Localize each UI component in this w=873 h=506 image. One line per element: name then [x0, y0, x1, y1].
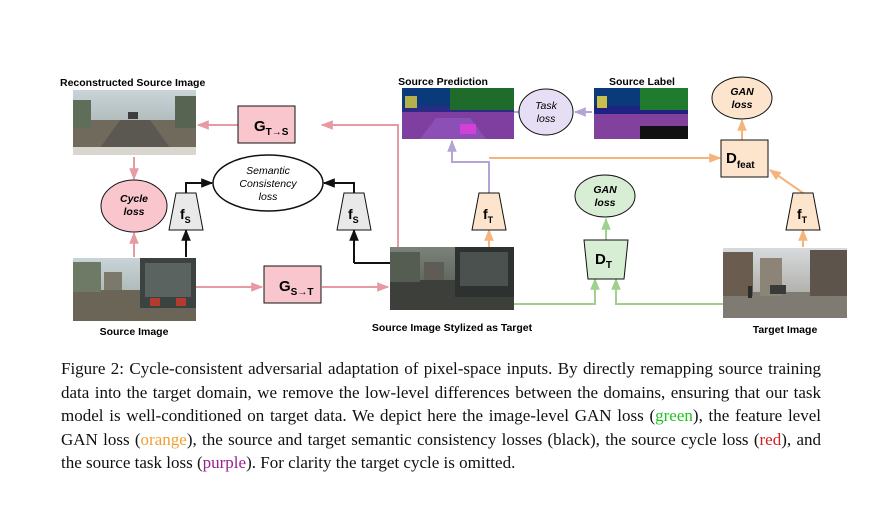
discriminator-feat: Dfeat — [720, 139, 769, 178]
arrow-fs-to-semantic — [185, 178, 214, 193]
source-label-image — [594, 88, 688, 139]
svg-text:loss: loss — [259, 191, 278, 203]
svg-text:fS: fS — [348, 206, 359, 225]
svg-text:Task: Task — [535, 100, 558, 112]
svg-text:fS: fS — [180, 206, 191, 225]
svg-text:loss: loss — [731, 99, 752, 111]
label-source-label: Source Label — [609, 76, 675, 88]
cycle-loss: Cycle loss — [100, 179, 168, 233]
arrow-stylized-to-gts — [320, 120, 399, 247]
label-reconstructed: Reconstructed Source Image — [60, 77, 205, 89]
arrow-ft-target-to-dfeat — [769, 169, 804, 194]
arrow-fs2-to-semantic — [322, 178, 355, 193]
svg-text:GS→T: GS→T — [279, 278, 313, 298]
image-gan-loss: GAN loss — [574, 174, 636, 218]
arrow-ft-to-prediction — [447, 139, 490, 193]
feature-extractor-t-source: fT — [471, 192, 507, 231]
svg-text:loss: loss — [537, 113, 556, 125]
pipeline-diagram: GT→S GS→T Dfeat DT fS fS fT fT Cycle los… — [60, 76, 847, 338]
svg-text:Dfeat: Dfeat — [726, 150, 755, 171]
svg-text:fT: fT — [797, 206, 808, 225]
label-source-prediction: Source Prediction — [398, 76, 488, 88]
source-image — [73, 258, 196, 321]
label-target-image: Target Image — [753, 324, 818, 336]
source-prediction-image — [402, 88, 514, 139]
reconstructed-source-image — [73, 90, 196, 155]
feature-extractor-t-target: fT — [785, 192, 821, 231]
target-image — [723, 248, 847, 318]
svg-text:loss: loss — [123, 206, 144, 218]
arrow-target-to-dt — [611, 277, 723, 305]
svg-text:GT→S: GT→S — [254, 118, 289, 138]
generator-t-to-s: GT→S — [237, 105, 296, 144]
discriminator-target: DT — [583, 239, 629, 280]
task-loss: Task loss — [518, 88, 574, 136]
label-source-image: Source Image — [100, 326, 169, 338]
svg-text:GAN: GAN — [593, 184, 617, 196]
svg-text:Semantic: Semantic — [246, 165, 291, 177]
label-stylized: Source Image Stylized as Target — [372, 322, 533, 334]
feature-extractor-s-right: fS — [336, 192, 372, 231]
stylized-image — [390, 247, 514, 310]
svg-text:fT: fT — [483, 206, 494, 225]
semantic-consistency-loss: Semantic Consistency loss — [212, 154, 324, 212]
figure-caption: Figure 2: Cycle-consistent adversarial a… — [61, 359, 821, 472]
svg-text:GAN: GAN — [730, 86, 754, 98]
svg-text:Cycle: Cycle — [120, 193, 148, 205]
feature-gan-loss: GAN loss — [711, 76, 773, 120]
svg-text:DT: DT — [595, 251, 612, 271]
generator-s-to-t: GS→T — [263, 265, 322, 304]
svg-text:Consistency: Consistency — [239, 178, 297, 190]
svg-text:loss: loss — [594, 197, 615, 209]
feature-extractor-s-left: fS — [168, 192, 204, 231]
arrow-stylized-to-dt — [514, 277, 600, 305]
